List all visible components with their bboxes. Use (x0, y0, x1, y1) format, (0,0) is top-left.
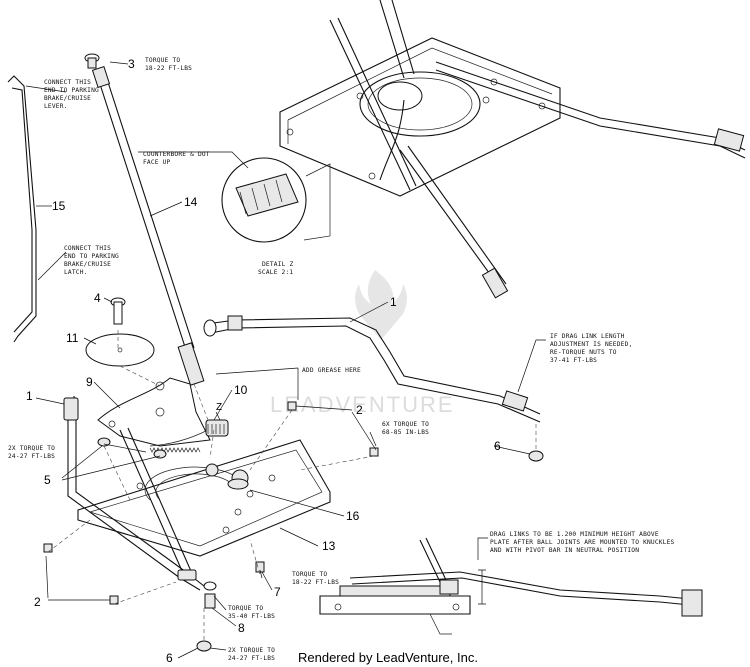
note-grease: ADD GREASE HERE (302, 367, 361, 374)
callout-numbers: 3 15 14 4 11 9 10 1 1 2 5 6 16 13 7 8 2 … (26, 57, 501, 665)
note-torque-left: 2X TORQUE TO 24-27 FT-LBS (8, 445, 59, 460)
bolt-3 (84, 53, 100, 69)
footer-credit: Rendered by LeadVenture, Inc. (298, 650, 478, 665)
callout-1-right: 1 (390, 295, 397, 309)
callout-2-bottom: 2 (34, 595, 41, 609)
note-torque-8: TORQUE TO 35-40 FT-LBS (228, 605, 275, 620)
watermark-text: LEADVENTURE (270, 392, 455, 417)
callout-5: 5 (44, 473, 51, 487)
part-13-shaft (91, 65, 205, 386)
side-view (319, 537, 703, 635)
callout-4: 4 (94, 291, 101, 305)
callout-1-left: 1 (26, 389, 33, 403)
callout-16: 13 (322, 539, 336, 553)
detail-marker-z: Z (216, 402, 222, 413)
watermark: LEADVENTURE (270, 270, 455, 417)
bolt-7 (255, 561, 265, 573)
callout-10: 10 (234, 383, 248, 397)
callout-13: 14 (184, 195, 198, 209)
left-steering-arm (63, 395, 205, 591)
note-counterbore: COUNTERBORE & DOT FACE UP (143, 151, 214, 166)
note-drag-link: IF DRAG LINK LENGTH ADJUSTMENT IS NEEDED… (550, 333, 636, 364)
note-torque-7: TORQUE TO 18-22 FT-LBS (292, 571, 339, 586)
sector-gear-9 (97, 377, 211, 453)
note-detail-z: DETAIL Z SCALE 2:1 (258, 261, 297, 276)
note-connect-latch: CONNECT THIS END TO PARKING BRAKE/CRUISE… (64, 245, 123, 276)
top-assembly-view (279, 0, 746, 299)
callout-9: 9 (86, 375, 93, 389)
nuts-5 (97, 437, 167, 459)
callout-15: 16 (346, 509, 360, 523)
detail-z (221, 157, 331, 243)
drag-link-1 (203, 315, 541, 423)
callout-8: 8 (238, 621, 245, 635)
leader-lines (25, 61, 546, 659)
callout-6-bottom: 6 (166, 651, 173, 665)
callout-7: 7 (274, 585, 281, 599)
note-connect-lever: CONNECT THIS END TO PARKING BRAKE/CRUISE… (44, 79, 103, 110)
bolt-4 (110, 297, 126, 325)
callout-11: 11 (66, 331, 79, 345)
callout-3: 3 (128, 57, 135, 71)
disc-11 (85, 333, 155, 367)
note-torque-bottom: 2X TORQUE TO 24-27 FT-LBS (228, 647, 279, 662)
note-torque-2: 6X TORQUE TO 68-85 IN-LBS (382, 421, 433, 436)
callout-14: 15 (52, 199, 66, 213)
assembly-dashes (47, 330, 537, 640)
callout-2-top: 2 (356, 403, 363, 417)
part-15 (227, 478, 249, 490)
note-torque-3: TORQUE TO 18-22 FT-LBS (145, 57, 192, 72)
nuts-6 (196, 450, 544, 652)
notes: TORQUE TO 18-22 FT-LBS CONNECT THIS END … (8, 57, 678, 662)
part-14-rod (7, 75, 37, 343)
part-8 (203, 581, 217, 609)
main-plate-16 (77, 439, 331, 557)
callout-6-right: 6 (494, 439, 501, 453)
pinion-10 (205, 419, 229, 437)
note-drag-links-min: DRAG LINKS TO BE 1.200 MINIMUM HEIGHT AB… (490, 531, 678, 554)
